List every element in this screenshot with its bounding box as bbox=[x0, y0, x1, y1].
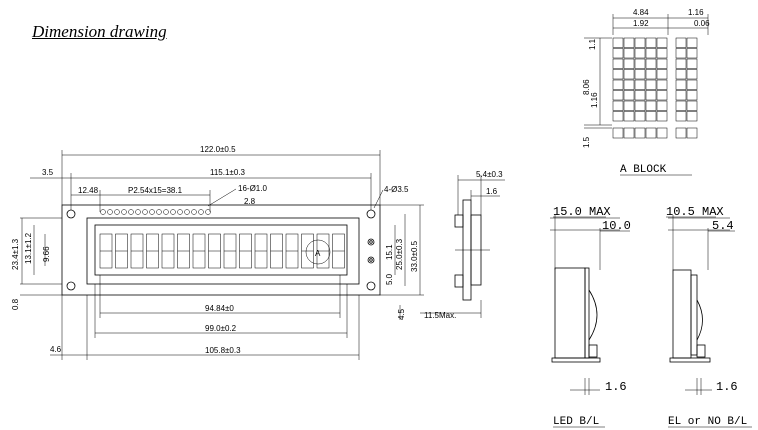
pin-hole bbox=[184, 209, 190, 215]
mount-hole-bl bbox=[66, 281, 76, 291]
pin-hole bbox=[100, 209, 106, 215]
pin-hole bbox=[149, 209, 155, 215]
dim-right-h1: 15.1 bbox=[385, 244, 394, 260]
dim-block-w4: 0.06 bbox=[694, 19, 710, 28]
dim-pin-pitch: P2.54x15=38.1 bbox=[128, 186, 183, 195]
el-max-dim: 10.5 MAX bbox=[666, 205, 724, 219]
el-backlight-view: 10.5 MAX 5.4 1.6 EL or NO B/L bbox=[666, 205, 752, 428]
dim-char-area: 94.84±0 bbox=[205, 304, 234, 313]
dim-right-h2: 25.0±0.3 bbox=[395, 238, 404, 270]
block-a-marker bbox=[305, 239, 331, 265]
pin-hole bbox=[142, 209, 148, 215]
pin-hole bbox=[128, 209, 134, 215]
dim-left-offset: 4.6 bbox=[50, 345, 62, 354]
dim-pin-offset: 3.5 bbox=[42, 168, 54, 177]
pin-holes bbox=[100, 209, 211, 215]
pin-hole bbox=[114, 209, 120, 215]
dim-block-w2: 1.16 bbox=[688, 8, 704, 17]
dim-char-height: 9.66 bbox=[42, 246, 51, 262]
led-max-dim: 15.0 MAX bbox=[553, 205, 611, 219]
pin-hole bbox=[170, 209, 176, 215]
pin-hole bbox=[156, 209, 162, 215]
pin-hole bbox=[198, 209, 204, 215]
mount-hole-tr bbox=[366, 209, 376, 219]
block-a-label: A bbox=[315, 249, 321, 258]
dim-side-max: 11.5Max. bbox=[424, 311, 456, 320]
dim-right-h4: 5.0 bbox=[385, 273, 394, 285]
dim-block-w3: 1.92 bbox=[633, 19, 649, 28]
led-caption: LED B/L bbox=[553, 416, 599, 428]
mount-hole-tl bbox=[66, 209, 76, 219]
dim-right-h3: 33.0±0.5 bbox=[410, 240, 419, 272]
led-module-body bbox=[554, 267, 586, 359]
pin-hole bbox=[107, 209, 113, 215]
side-view: 5.4±0.3 1.6 11.5Max. bbox=[420, 170, 505, 320]
a-block-detail: 4.84 1.16 1.92 0.06 1.1 8.06 1.16 1.5 A … bbox=[582, 8, 710, 176]
dim-pin-size: 2.8 bbox=[244, 197, 256, 206]
el-module-body bbox=[672, 269, 692, 359]
dim-outline: 105.8±0.3 bbox=[205, 346, 241, 355]
dim-view-area: 99.0±0.2 bbox=[205, 324, 237, 333]
led-inner-dim: 10.0 bbox=[602, 219, 631, 233]
led-pcb-dim: 1.6 bbox=[605, 380, 627, 394]
dim-block-w1: 4.84 bbox=[633, 8, 649, 17]
dim-pin-start: 12.48 bbox=[78, 186, 99, 195]
pin-hole bbox=[177, 209, 183, 215]
block-caption: A BLOCK bbox=[620, 164, 667, 176]
pin-hole bbox=[191, 209, 197, 215]
pin-hole bbox=[163, 209, 169, 215]
dim-block-h1: 1.1 bbox=[588, 38, 597, 50]
dim-height-total: 23.4±1.3 bbox=[11, 238, 20, 270]
dim-overall-width: 122.0±0.5 bbox=[200, 145, 236, 154]
el-inner-dim: 5.4 bbox=[712, 219, 734, 233]
mount-hole-br bbox=[366, 281, 376, 291]
dim-block-h4: 1.5 bbox=[582, 136, 591, 148]
bezel-outline bbox=[86, 217, 360, 285]
dim-side-pcb: 1.6 bbox=[486, 187, 498, 196]
dim-hole-pitch: 115.1±0.3 bbox=[210, 168, 245, 177]
dim-bottom-left: 4.5 bbox=[397, 308, 406, 320]
pin-hole bbox=[205, 209, 211, 215]
viewing-area bbox=[94, 224, 348, 276]
dim-mount-holes: 4-Ø3.5 bbox=[384, 185, 409, 194]
dim-edge-offset: 0.8 bbox=[11, 298, 20, 310]
dim-block-h3: 1.16 bbox=[590, 92, 599, 108]
page-title: Dimension drawing bbox=[32, 22, 167, 41]
dim-height-view: 13.1±1.2 bbox=[24, 232, 33, 264]
front-view: A 122.0±0.5 115.1±0.3 3.5 12.48 P2.54x15… bbox=[11, 145, 424, 360]
el-caption: EL or NO B/L bbox=[668, 416, 747, 428]
el-pcb-dim: 1.6 bbox=[716, 380, 738, 394]
dim-side-depth: 5.4±0.3 bbox=[476, 170, 503, 179]
pcb-outline bbox=[61, 204, 381, 296]
pin-hole bbox=[135, 209, 141, 215]
block-dot-grid bbox=[612, 37, 698, 139]
pin-hole bbox=[121, 209, 127, 215]
dim-pin-holes: 16-Ø1.0 bbox=[238, 184, 267, 193]
dim-block-h2: 8.06 bbox=[582, 79, 591, 95]
led-backlight-view: 15.0 MAX 10.0 1.6 LED B/L bbox=[550, 205, 631, 428]
character-blocks bbox=[99, 233, 345, 269]
